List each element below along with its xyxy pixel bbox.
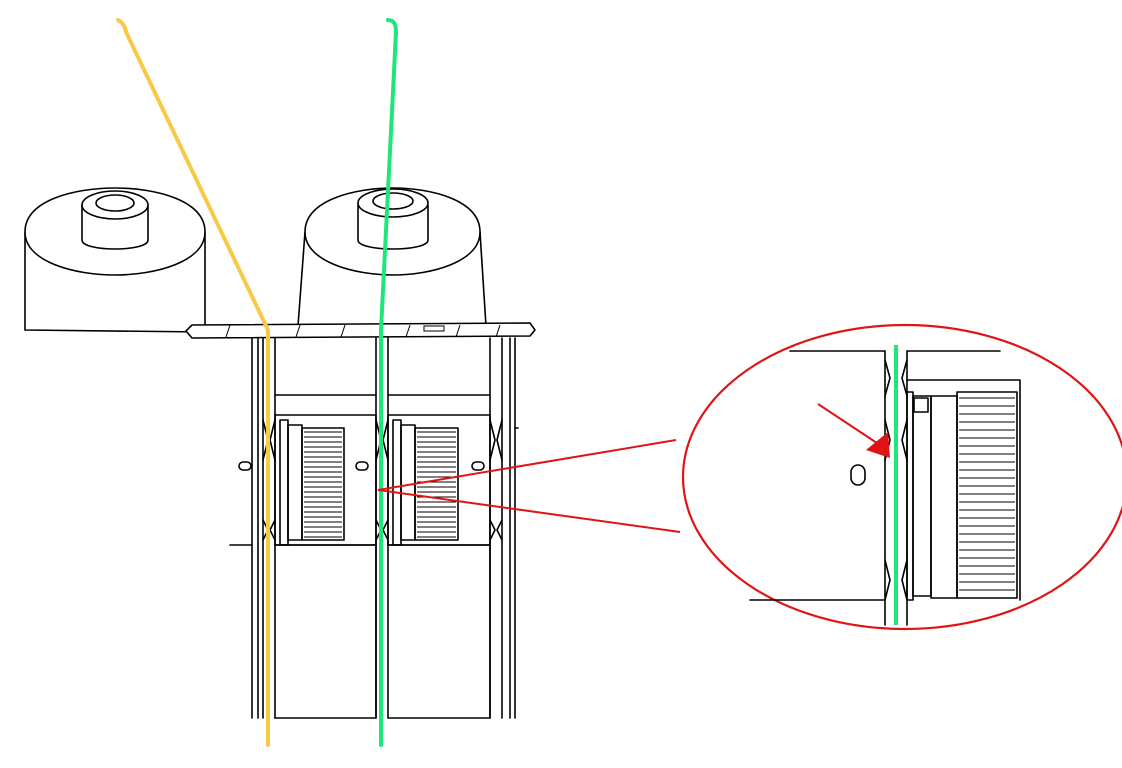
filament-right (379, 18, 399, 747)
right-feeder (392, 419, 459, 546)
left-gear-teeth (304, 431, 342, 538)
magnified-gear-teeth (959, 397, 1015, 591)
right-spool (297, 187, 487, 327)
left-spool (24, 187, 206, 333)
mounting-plate (185, 322, 536, 339)
filament-left (116, 18, 270, 747)
left-feeder (279, 419, 345, 546)
zoom-callout (377, 323, 1122, 631)
magnified-view (749, 345, 1021, 626)
feeder-body (229, 337, 519, 719)
right-gear-teeth (417, 431, 456, 538)
